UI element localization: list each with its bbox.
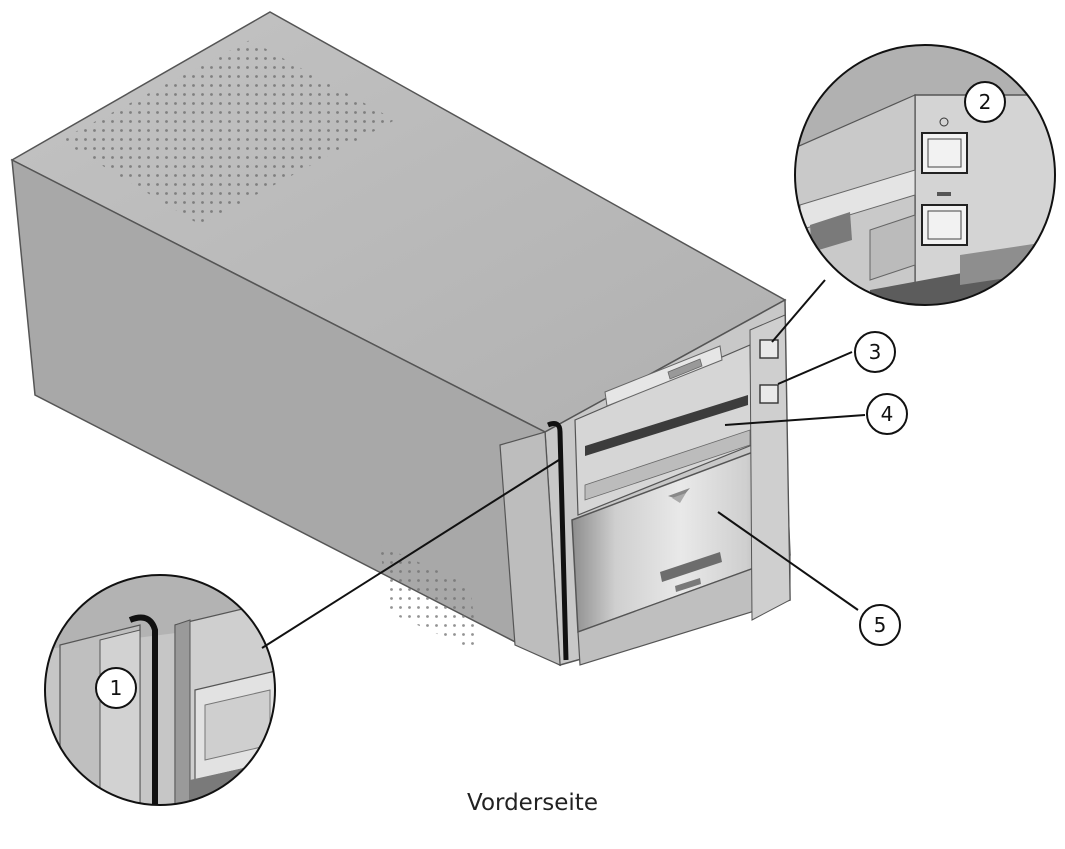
callout-2-label: 2: [979, 90, 992, 114]
leader-lines: [261, 279, 866, 649]
callout-1-label: 1: [110, 676, 123, 700]
callout-4: 4: [866, 393, 908, 435]
front-button-column: [749, 314, 791, 621]
callout-3-label: 3: [869, 340, 882, 364]
leader-line-1: [261, 457, 563, 649]
figure-caption: Vorderseite: [467, 790, 598, 816]
scanner-body: [10, 11, 791, 667]
callout-5: 5: [859, 604, 901, 646]
callout-5-label: 5: [874, 613, 887, 637]
callout-4-label: 4: [881, 402, 894, 426]
front-lock-slot: [547, 421, 569, 661]
detail-circle-lock-slot: [44, 574, 276, 806]
callout-1: 1: [95, 667, 137, 709]
top-vent-grid: [60, 40, 395, 225]
power-button: [759, 339, 779, 359]
leader-line-3: [777, 351, 853, 385]
eject-button: [759, 384, 779, 404]
leader-line-2: [771, 279, 826, 343]
callout-3: 3: [854, 331, 896, 373]
leader-line-4: [724, 414, 866, 426]
film-slot: [585, 395, 748, 456]
callout-2: 2: [964, 81, 1006, 123]
detail-circle-buttons: [794, 44, 1056, 306]
side-vent-grid: [380, 545, 478, 652]
leader-line-5: [717, 511, 859, 611]
